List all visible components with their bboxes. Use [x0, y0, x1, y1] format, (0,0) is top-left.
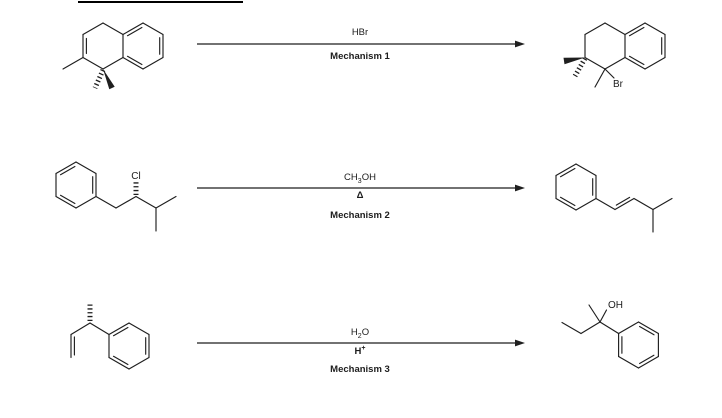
- mechanism-label-3: Mechanism 3: [330, 364, 390, 375]
- cl-atom-label: Cl: [131, 171, 140, 182]
- top-rule: [78, 1, 243, 3]
- oh-atom-label: OH: [608, 300, 623, 311]
- product-structure-1: Br: [563, 22, 666, 90]
- reagent-label-3: H2O: [350, 327, 370, 340]
- reaction-arrow-2: [197, 184, 525, 192]
- reaction-arrow-1: [197, 40, 525, 48]
- condition-label-2: Δ: [356, 190, 364, 201]
- product-structure-2: [555, 163, 673, 233]
- mechanism-label-1: Mechanism 1: [330, 51, 390, 62]
- product-structure-3: OH: [561, 300, 659, 369]
- reactant-structure-3: [70, 302, 150, 370]
- condition-label-3: H+: [354, 344, 366, 357]
- br-atom-label: Br: [613, 79, 624, 90]
- reactant-structure-1: [62, 22, 164, 90]
- mechanism-label-2: Mechanism 2: [330, 210, 390, 221]
- reagent-label-2: CH3OH: [344, 172, 376, 185]
- reaction-arrow-3: [197, 339, 525, 347]
- reagent-label-1: HBr: [351, 27, 369, 38]
- reactant-structure-2: Cl: [55, 161, 177, 232]
- hashed-bond: [572, 57, 588, 78]
- wedge-bond: [103, 69, 115, 90]
- wedge-bond: [563, 57, 585, 65]
- hashed-bond: [92, 68, 106, 90]
